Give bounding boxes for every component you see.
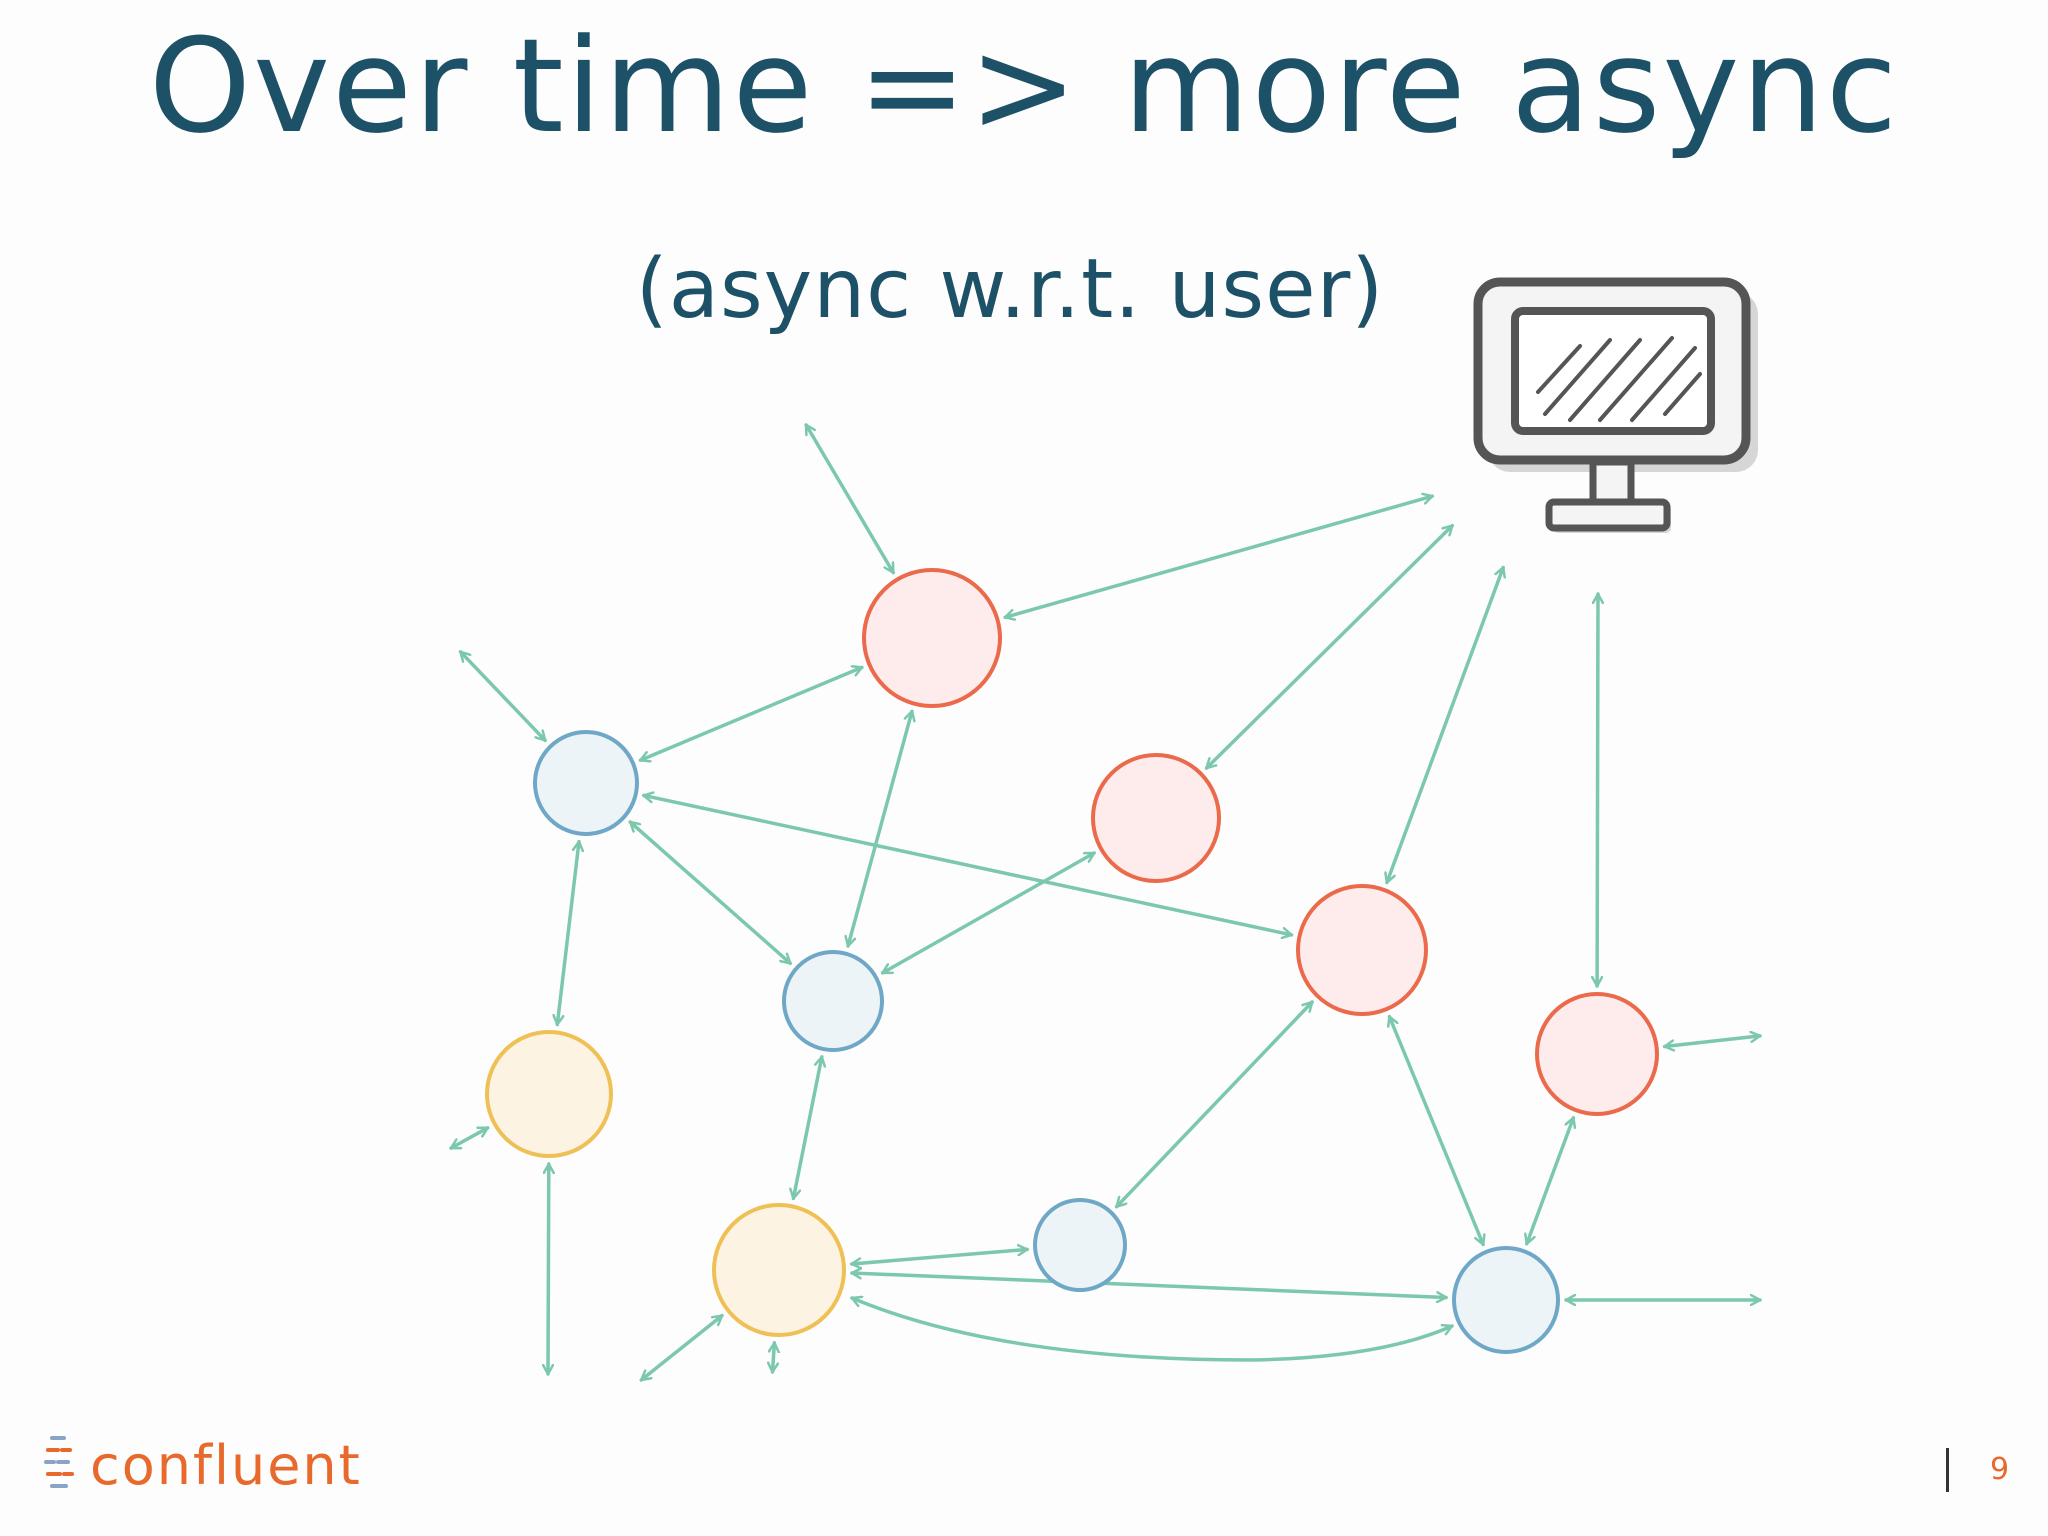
edge-D-J-14 xyxy=(1389,1014,1483,1247)
edge-A-monitor-0 xyxy=(1003,496,1435,617)
edge-B-E-6 xyxy=(628,820,793,966)
edge-A-E-5 xyxy=(848,709,912,948)
edge-D-I-13 xyxy=(1114,1000,1314,1209)
edge-G-external-22 xyxy=(1662,1036,1762,1047)
service-node-yellow-H xyxy=(712,1203,846,1337)
edge-F-external-18 xyxy=(449,1126,490,1150)
slide-subtitle: (async w.r.t. user) xyxy=(635,242,1385,337)
edge-H-J-curved xyxy=(850,1298,1454,1362)
edge-B-F-8 xyxy=(557,839,579,1027)
edge-A-external-16 xyxy=(804,423,896,575)
edge-E-H-10 xyxy=(793,1055,821,1201)
service-node-red-C xyxy=(1091,753,1221,883)
edge-A-B-4 xyxy=(638,667,864,760)
edge-C-monitor-1 xyxy=(1204,523,1455,770)
service-node-blue-E xyxy=(782,950,884,1052)
service-node-red-A xyxy=(862,568,1002,708)
service-node-blue-B xyxy=(533,730,639,836)
monitor-icon xyxy=(1473,277,1758,533)
edge-B-external-17 xyxy=(458,650,547,743)
edge-H-external-20 xyxy=(639,1313,724,1382)
service-node-blue-I xyxy=(1033,1198,1127,1292)
nodes-layer xyxy=(485,568,1659,1354)
edge-C-E-9 xyxy=(880,851,1096,975)
edge-F-external-19 xyxy=(548,1162,549,1376)
edge-G-monitor-3 xyxy=(1597,592,1598,988)
slide-title: Over time => more async xyxy=(148,10,1900,162)
page-number: 9 xyxy=(1990,1452,2010,1487)
edge-G-J-15 xyxy=(1527,1116,1574,1246)
edge-H-I-11 xyxy=(849,1249,1029,1264)
logo-text: confluent xyxy=(90,1433,362,1497)
page-number-separator xyxy=(1946,1448,1949,1492)
service-node-red-G xyxy=(1535,992,1659,1116)
confluent-logo: confluent xyxy=(44,1425,362,1505)
edge-H-J-12 xyxy=(850,1273,1448,1298)
edge-H-external-21 xyxy=(773,1341,775,1374)
confluent-stream-icon xyxy=(44,1436,74,1488)
edge-D-monitor-2 xyxy=(1387,565,1503,885)
edges-layer xyxy=(449,423,1762,1382)
service-node-yellow-F xyxy=(485,1030,613,1158)
service-node-red-D xyxy=(1296,884,1428,1016)
service-node-blue-J xyxy=(1452,1246,1560,1354)
